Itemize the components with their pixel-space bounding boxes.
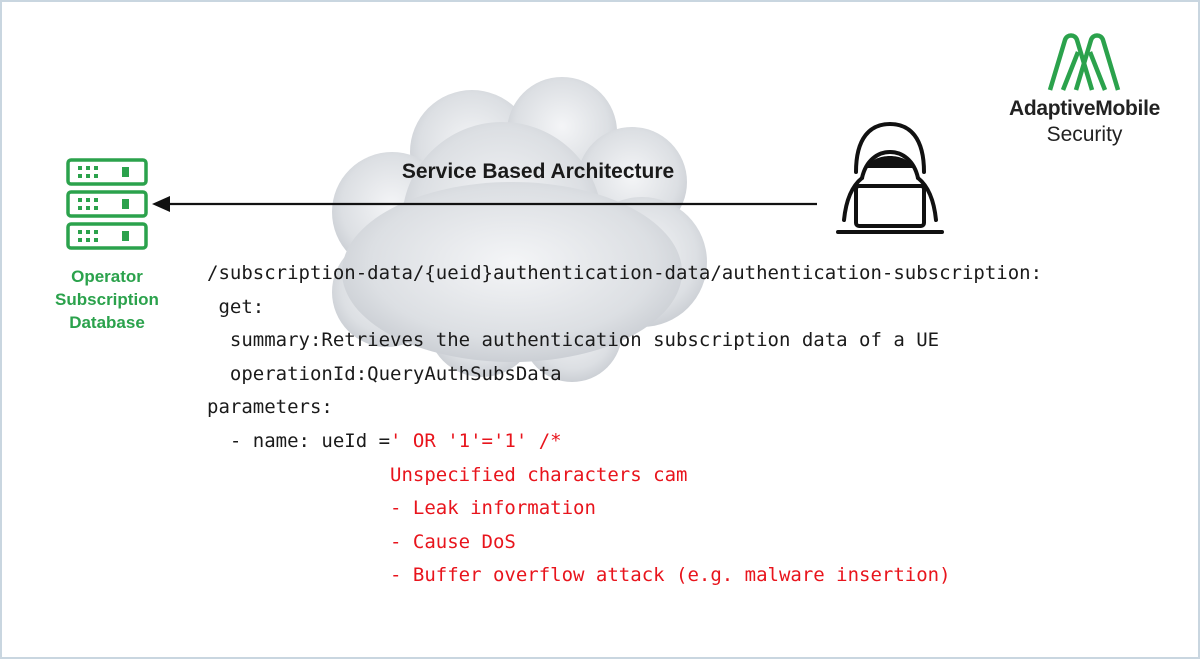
code-line-summary: summary:Retrieves the authentication sub… xyxy=(207,329,940,352)
api-spec-code: /subscription-data/{ueid}authentication-… xyxy=(207,257,1042,593)
logo-mark-icon xyxy=(1047,33,1121,91)
request-arrow xyxy=(152,196,817,212)
code-line-path: /subscription-data/{ueid}authentication-… xyxy=(207,262,1043,284)
logo-subtitle: Security xyxy=(1046,123,1123,146)
code-line-param: - name: ueId =' OR '1'='1' /* xyxy=(207,425,1042,459)
database-label-line: Operator xyxy=(71,267,143,286)
code-note: - Leak information xyxy=(207,492,1042,526)
code-note: - Cause DoS xyxy=(207,526,1042,560)
adaptivemobile-logo: AdaptiveMobile Security xyxy=(997,32,1172,150)
hacker-laptop-icon xyxy=(836,122,944,234)
code-note-text: - Buffer overflow attack (e.g. malware i… xyxy=(390,564,951,587)
logo-name: AdaptiveMobile xyxy=(1009,97,1160,120)
database-label: Operator Subscription Database xyxy=(42,265,172,334)
code-note-text: - Cause DoS xyxy=(390,530,516,553)
code-note-text: - Leak information xyxy=(390,497,596,520)
code-line-parameters: parameters: xyxy=(207,396,333,419)
sql-injection-payload: ' OR '1'='1' /* xyxy=(390,429,562,452)
param-name: - name: ueId = xyxy=(207,429,391,452)
code-line-get: get: xyxy=(207,295,265,318)
cloud-shape xyxy=(332,77,707,382)
code-note: - Buffer overflow attack (e.g. malware i… xyxy=(207,559,1042,593)
database-label-line: Subscription xyxy=(55,290,159,309)
database-label-line: Database xyxy=(69,313,145,332)
code-note: Unspecified characters cam xyxy=(207,459,1042,493)
code-line-operation-id: operationId:QueryAuthSubsData xyxy=(207,362,562,385)
code-note-text: Unspecified characters cam xyxy=(390,463,688,486)
architecture-title: Service Based Architecture xyxy=(401,160,675,183)
server-rack-icon xyxy=(66,158,148,250)
